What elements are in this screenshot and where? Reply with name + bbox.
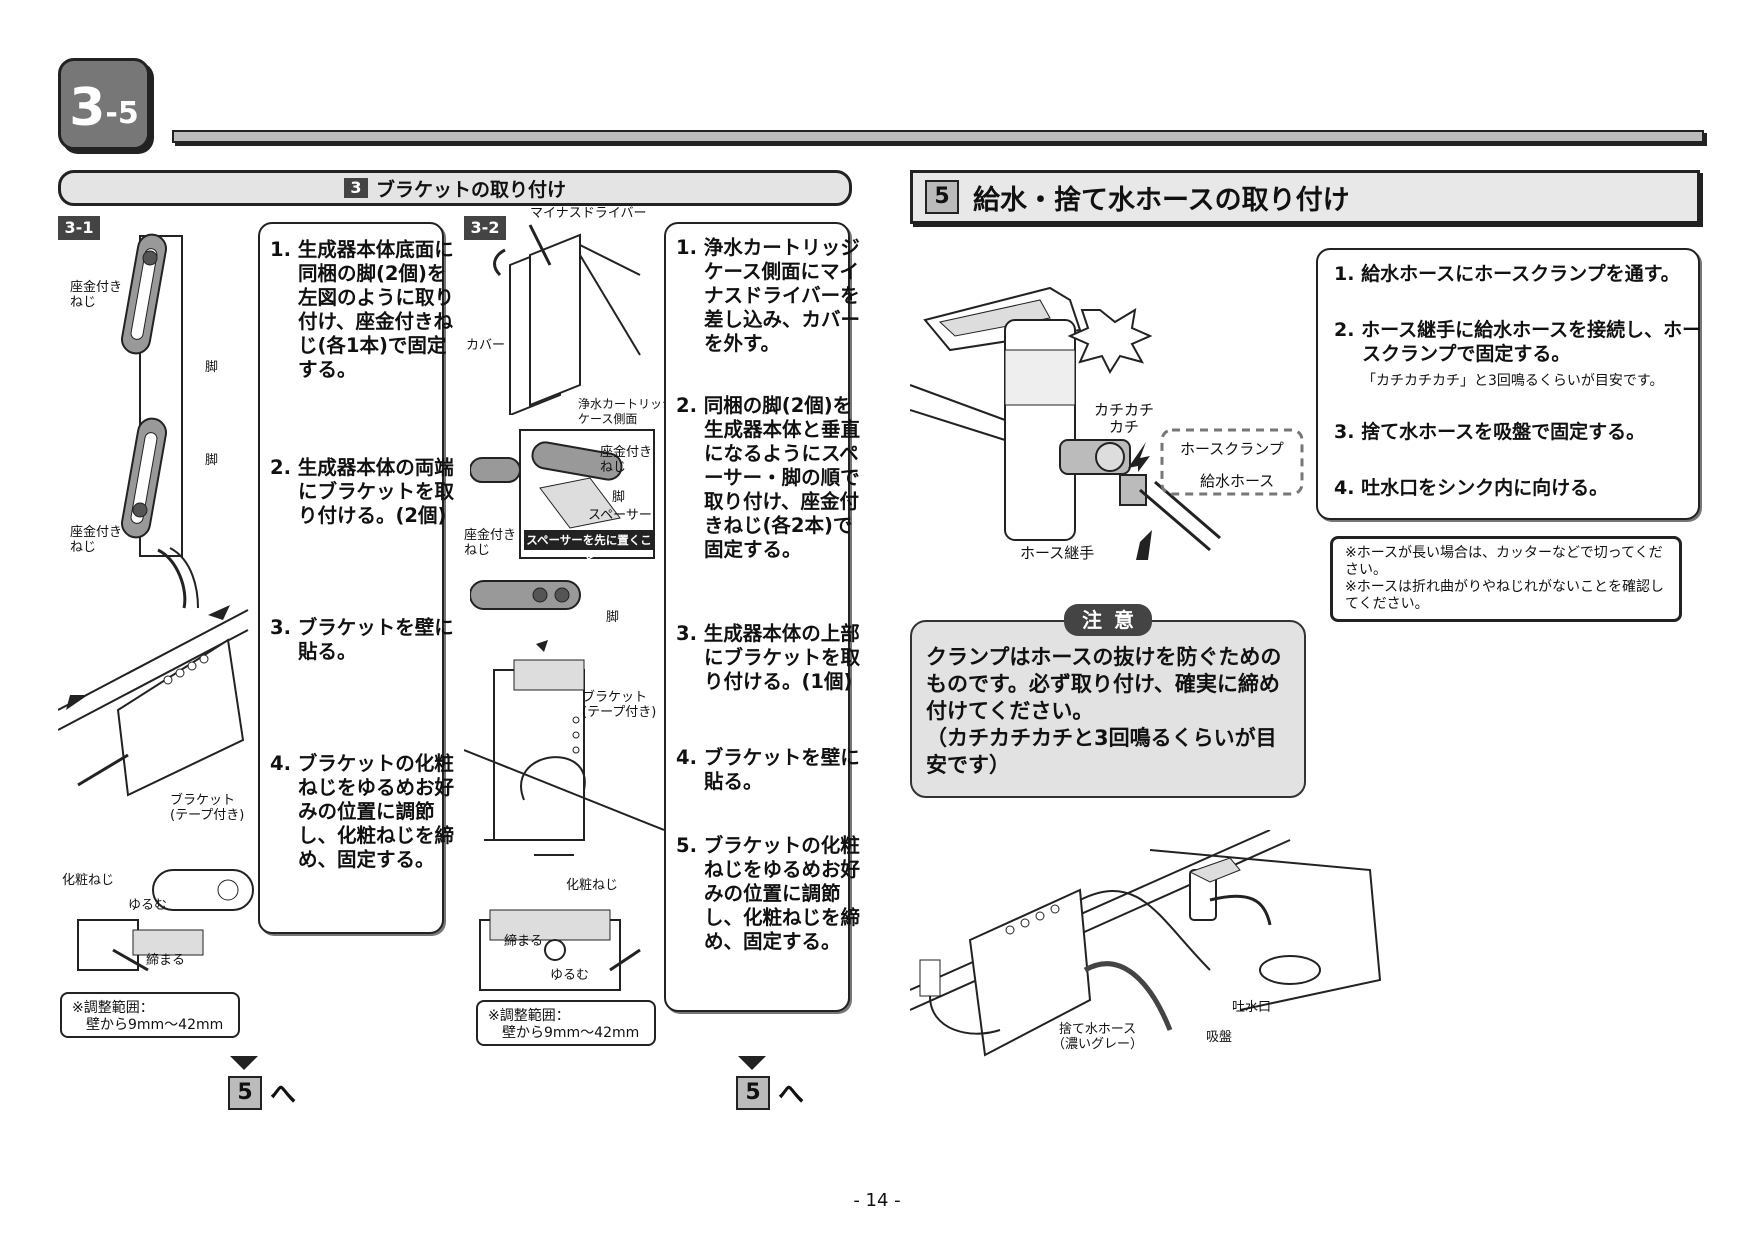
sink-installation-illustration <box>910 830 1382 1057</box>
label-waste-hose: 捨て水ホース （濃いグレー） <box>1052 1022 1144 1052</box>
fig-3-2-tag: 3-2 <box>464 216 506 240</box>
label-outlet: 吐水口 <box>1232 1000 1272 1015</box>
step-5-4: 4. 吐水口をシンク内に向ける。 <box>1334 477 1609 499</box>
label-cartridge-side: 浄水カートリッジ ケース側面 <box>578 397 675 426</box>
step-3-2-4: 4. ブラケットを壁に貼る。 <box>676 746 860 793</box>
step-5-2: 2. ホース継手に給水ホースを接続し、ホースクランプで固定する。「カチカチカチ」… <box>1334 318 1712 390</box>
label-leg-1: 脚 <box>205 360 219 375</box>
step-5-1: 1. 給水ホースにホースクランプを通す。 <box>1334 263 1680 285</box>
fig-3-1-wall-mount-illustration <box>58 605 249 797</box>
label-spacer: スペーサー <box>588 508 652 523</box>
label-washer-screw-3-2-bottom: 座金付き ねじ <box>464 528 517 558</box>
goto-box: 5 <box>228 1075 262 1110</box>
goto-5-right[interactable]: 5 へ <box>736 1056 804 1111</box>
steps-3-2-box: 1. 浄水カートリッジケース側面にマイナスドライバーを差し込み、カバーを外す。 … <box>664 222 860 1012</box>
label-leg-3-2: 脚 <box>612 490 626 505</box>
chapter-number: 3 <box>69 78 106 138</box>
steps-3-1-box: 1. 生成器本体底面に同梱の脚(2個)を左図のように取り付け、座金付きねじ(各1… <box>258 222 454 934</box>
label-cosmetic-screw-3-1: 化粧ねじ <box>62 873 115 888</box>
label-loosen-3-2: ゆるむ <box>550 968 590 983</box>
step-5-2-sub: 「カチカチカチ」と3回鳴るくらいが目安です。 <box>1362 373 1664 389</box>
arrow-down-icon <box>738 1056 766 1070</box>
fig-3-1-leg-illustration <box>121 233 199 609</box>
step-3-1-3: 3. ブラケットを壁に貼る。 <box>270 616 454 663</box>
section-5-header: 5 給水・捨て水ホースの取り付け <box>910 170 1700 224</box>
label-suction: 吸盤 <box>1206 1030 1233 1045</box>
fig-3-1-tag: 3-1 <box>58 216 100 240</box>
section-5-number: 5 <box>925 180 959 214</box>
fig-3-2-bracket-mount-illustration <box>464 640 664 856</box>
fig-3-2-cosmetic-screw-illustration <box>479 909 641 991</box>
goto-suffix: へ <box>778 1080 805 1110</box>
step-5-3: 3. 捨て水ホースを吸盤で固定する。 <box>1334 421 1646 443</box>
label-cosmetic-screw-3-2: 化粧ねじ <box>566 878 619 893</box>
step-3-1-1: 1. 生成器本体底面に同梱の脚(2個)を左図のように取り付け、座金付きねじ(各1… <box>270 238 455 381</box>
label-leg-2: 脚 <box>205 453 219 468</box>
faucet-hose-illustration <box>910 286 1304 560</box>
label-supply-hose: 給水ホース <box>1200 472 1275 490</box>
section-5-title: 給水・捨て水ホースの取り付け <box>973 184 1350 216</box>
step-3-2-1: 1. 浄水カートリッジケース側面にマイナスドライバーを差し込み、カバーを外す。 <box>676 236 861 355</box>
header-rule <box>172 130 1704 143</box>
label-click: カチカチ カチ <box>1094 401 1155 436</box>
label-tighten-3-2: 締まる <box>504 934 544 949</box>
range-note-3-2: ※調整範囲： 壁から9mm～42mm <box>476 1000 656 1046</box>
step-3-2-5: 5. ブラケットの化粧ねじをゆるめお好みの位置に調節し、化粧ねじを締め、固定する… <box>676 834 861 953</box>
label-washer-screw-top: 座金付き ねじ <box>70 280 123 310</box>
goto-box: 5 <box>736 1075 770 1110</box>
steps-5-box: 1. 給水ホースにホースクランプを通す。 2. ホース継手に給水ホースを接続し、… <box>1316 248 1701 520</box>
page-number: - 14 - <box>853 1190 901 1211</box>
caution-title: 注意 <box>1064 604 1152 636</box>
step-3-1-4: 4. ブラケットの化粧ねじをゆるめお好みの位置に調節し、化粧ねじを締め、固定する… <box>270 752 455 871</box>
label-hose-joint: ホース継手 <box>1020 544 1095 562</box>
step-3-2-3: 3. 生成器本体の上部にブラケットを取り付ける。(1個) <box>676 622 861 693</box>
section-3-header: 3 ブラケットの取り付け <box>58 170 852 206</box>
label-loosen-3-1: ゆるむ <box>128 898 168 913</box>
chapter-sub: -5 <box>105 96 139 131</box>
label-leg-3-2-bottom: 脚 <box>606 610 620 625</box>
caution-text: クランプはホースの抜けを防ぐためのものです。必ず取り付け、確実に締め付けてくださ… <box>926 645 1282 777</box>
label-spacer-first: スペーサーを先に置くこと <box>524 530 654 567</box>
section-3-number: 3 <box>343 178 368 198</box>
fig-3-2-cover-illustration <box>493 224 641 415</box>
label-washer-screw-3-2: 座金付き ねじ <box>600 445 653 475</box>
step-3-1-2: 2. 生成器本体の両端にブラケットを取り付ける。(2個) <box>270 456 455 527</box>
label-washer-screw-bottom: 座金付き ねじ <box>70 525 123 555</box>
label-bracket-3-1: ブラケット (テープ付き) <box>170 793 245 823</box>
range-note-3-1: ※調整範囲： 壁から9mm～42mm <box>60 992 240 1038</box>
goto-5-left[interactable]: 5 へ <box>228 1056 296 1111</box>
section-3-title: ブラケットの取り付け <box>375 178 566 201</box>
label-tighten-3-1: 締まる <box>146 953 186 968</box>
note-5: ※ホースが長い場合は、カッターなどで切ってください。 ※ホースは折れ曲がりやねじ… <box>1330 536 1682 622</box>
label-bracket-3-2: ブラケット (テープ付き) <box>582 690 657 720</box>
label-cover: カバー <box>466 338 506 353</box>
label-screwdriver: マイナスドライバー <box>530 206 647 221</box>
fig-3-1-cosmetic-screw-illustration <box>77 869 254 972</box>
chapter-badge: 3-5 <box>58 58 150 150</box>
step-3-2-2: 2. 同梱の脚(2個)を生成器本体と垂直になるようにスペーサー・脚の順で取り付け… <box>676 394 861 561</box>
label-hose-clamp: ホースクランプ <box>1180 440 1284 458</box>
goto-suffix: へ <box>270 1080 297 1110</box>
arrow-down-icon <box>230 1056 258 1070</box>
